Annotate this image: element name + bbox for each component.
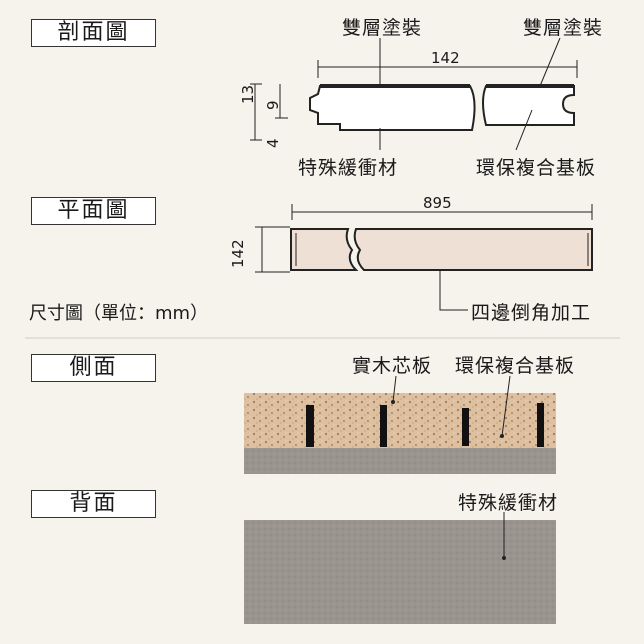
side-view-photo — [244, 375, 556, 474]
label-coating-left: 雙層塗裝 — [342, 17, 423, 39]
label-eco-board: 環保複合基板 — [476, 157, 597, 179]
section-plan-label: 平面圖 — [31, 197, 156, 225]
cross-section-drawing — [250, 37, 578, 151]
section-side-label: 側面 — [31, 354, 156, 382]
section-cross-section-label: 剖面圖 — [31, 19, 156, 47]
label-cushion: 特殊緩衝材 — [298, 157, 399, 179]
divider — [25, 337, 620, 339]
dim-length: 895 — [423, 194, 452, 212]
label-solid-core: 實木芯板 — [352, 355, 433, 377]
label-coating-right: 雙層塗裝 — [523, 17, 604, 39]
label-cushion-back: 特殊緩衝材 — [458, 492, 559, 514]
dim-width: 142 — [431, 49, 460, 67]
label-eco-board-side: 環保複合基板 — [455, 355, 576, 377]
back-view-photo — [244, 512, 556, 624]
label-bevel: 四邊倒角加工 — [471, 302, 592, 324]
section-back-label: 背面 — [31, 490, 156, 518]
plan-drawing — [255, 204, 593, 311]
unit-note: 尺寸圖（單位：mm） — [29, 303, 209, 324]
